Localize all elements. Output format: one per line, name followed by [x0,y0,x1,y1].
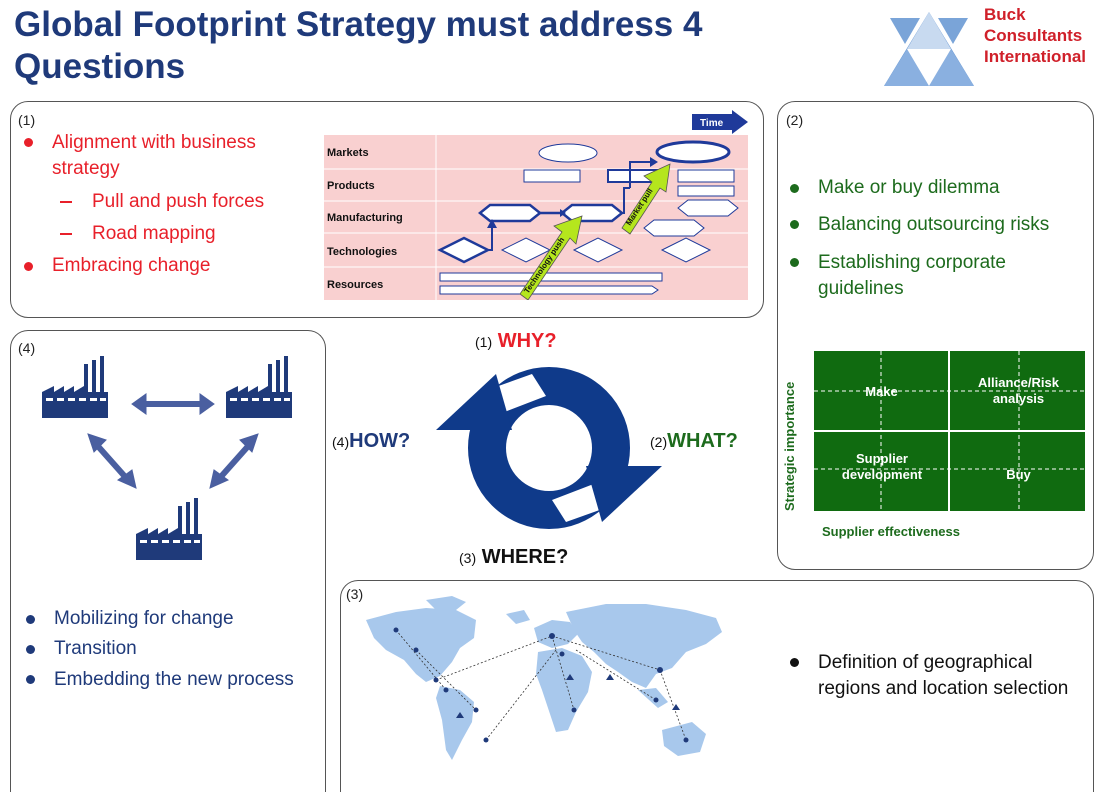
list-item: Make or buy dilemma [786,176,1078,200]
panel-3-number: (3) [346,586,364,602]
logo-text: Buck Consultants International [984,5,1087,66]
factories-diagram [38,356,308,566]
matrix-cell-buy: Buy [1006,467,1031,482]
roadmap-row-technologies: Technologies [327,246,397,258]
time-label: Time [700,118,724,129]
time-arrow-icon [692,110,748,134]
list-item: Embedding the new process [22,667,312,693]
panel-1-bullets: Alignment with business strategy Pull an… [20,130,320,286]
list-item: Balancing outsourcing risks [786,212,1078,238]
factory-icon [136,498,202,560]
list-item: Establishing corporate guidelines [786,250,1078,302]
roadmap-row-products: Products [327,180,375,192]
make-buy-matrix: Make Alliance/Risk analysis Supplier dev… [814,351,1085,511]
list-item: Embracing change [20,254,320,278]
cycle-where-label: (3) WHERE? [459,546,569,568]
logo-triangles-icon [884,12,974,86]
cycle-what-label: (2)WHAT? [650,430,738,452]
page-title: Global Footprint Strategy must address 4… [14,5,703,86]
list-item: Definition of geographical regions and l… [786,650,1086,702]
factory-icon [226,356,292,418]
matrix-y-label: Strategic importance [782,381,797,511]
cycle-why-label: (1) WHY? [475,330,557,352]
matrix-cell-make: Make [865,384,898,399]
panel-4-number: (4) [18,340,36,356]
roadmap-diagram: Markets Products Manufacturing Technolog… [324,110,748,301]
factory-icon [42,356,108,418]
panel-2-number: (2) [786,112,804,128]
list-item: Transition [22,637,312,661]
cycle-how-label: (4)HOW? [332,430,411,452]
list-item: Road mapping [20,222,320,246]
roadmap-row-resources: Resources [327,279,383,291]
list-item: Pull and push forces [20,190,320,214]
matrix-cell-alliance: Alliance/Risk analysis [978,375,1059,406]
cycle-arrows-icon [436,354,662,542]
list-item: Alignment with business strategy [20,130,320,182]
world-map [356,590,756,790]
matrix-x-label: Supplier effectiveness [822,524,960,539]
panel-2-bullets: Make or buy dilemma Balancing outsourcin… [786,176,1078,310]
logo [880,8,978,90]
panel-3-bullets: Definition of geographical regions and l… [786,650,1086,710]
roadmap-row-manufacturing: Manufacturing [327,212,403,224]
roadmap-row-markets: Markets [327,147,369,159]
matrix-cell-supplier-development: Supplier development [841,451,923,482]
panel-1-number: (1) [18,112,36,128]
list-item: Mobilizing for change [22,607,312,631]
panel-4-bullets: Mobilizing for change Transition Embeddi… [22,607,312,701]
